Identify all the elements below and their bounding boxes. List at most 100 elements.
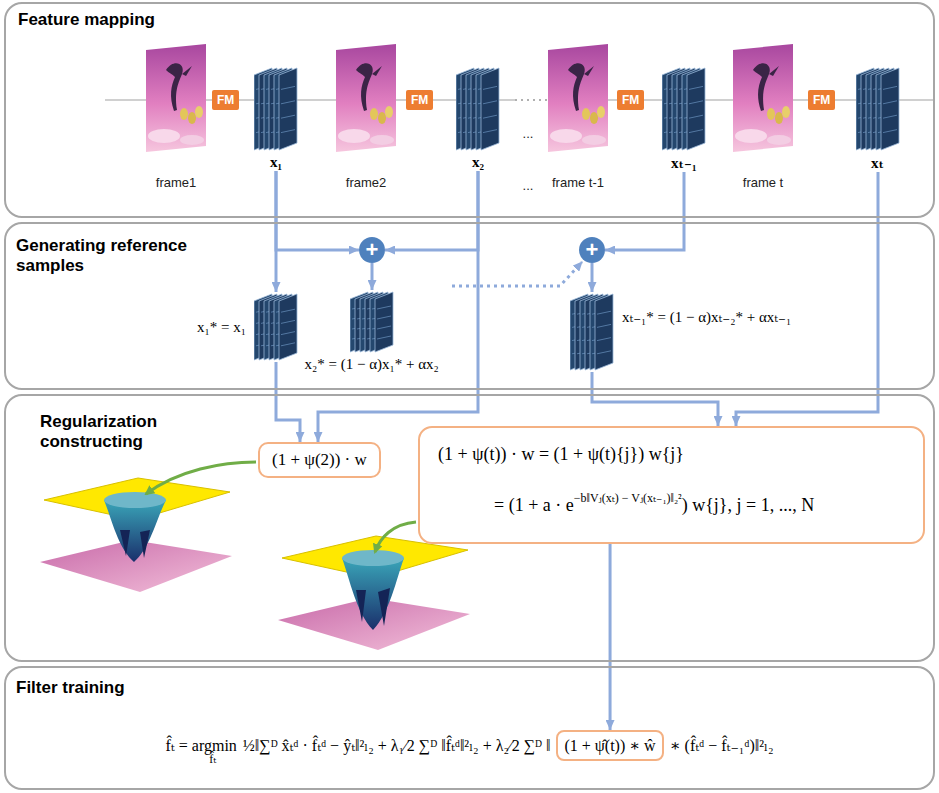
feature-texture — [377, 316, 391, 319]
ellipsis: ... — [523, 178, 534, 193]
feature-stack: x₂* = (1 − α)x₁* + αx₂ — [305, 290, 440, 373]
feature-maps — [570, 292, 614, 372]
feature-stack: xₜ — [856, 66, 900, 172]
feature-stack: xₜ₋₁ — [662, 66, 706, 172]
fm-box: FM — [808, 90, 835, 110]
fm-label: FM — [406, 90, 433, 110]
use — [336, 44, 396, 152]
frame-caption: frame1 — [156, 175, 196, 190]
feature-texture — [597, 311, 611, 314]
use — [733, 44, 793, 152]
feature-texture — [689, 130, 703, 133]
feature-texture — [597, 351, 611, 354]
feature-texture — [689, 86, 703, 89]
line — [515, 99, 548, 101]
feature-slice — [481, 68, 499, 150]
frame-caption: frame2 — [346, 175, 386, 190]
fm-label: FM — [212, 90, 239, 110]
formula: f̂ₜ — [209, 752, 216, 767]
feature-texture — [281, 343, 295, 346]
feature-texture — [281, 101, 295, 104]
feature-texture — [483, 130, 497, 133]
formula: ½‖∑ᴰ x̂ₜᵈ · f̂ₜᵈ − ŷₜ‖²ₗ₂ + λ₁⁄2 ∑ᴰ ‖f̂ₜ… — [243, 736, 551, 755]
panel: (1 + ψ(2)) · w(1 + ψ(t)) · w = (1 + ψ(t)… — [4, 394, 935, 662]
formula: ) w{j}, j = 1, ..., N — [682, 495, 814, 515]
panel: + + x₁* = x₁ x₂* = (1 − α)x₁* + αx₂ xₜ₋₁* = … — [4, 222, 935, 390]
feature-maps — [254, 66, 298, 152]
sum-circle: + — [359, 237, 385, 263]
path — [356, 588, 390, 626]
feature-texture — [883, 130, 897, 133]
feature-texture — [483, 101, 497, 104]
arrow-connector — [592, 372, 718, 426]
use — [146, 44, 206, 152]
feature-label: x₂ — [472, 154, 484, 171]
feature-texture — [377, 326, 391, 329]
panel-heading: Generating reference samples — [16, 236, 191, 277]
ellipsis: ... — [523, 126, 534, 141]
feature-stack: x₁ — [254, 66, 298, 171]
feature-slice — [881, 68, 899, 150]
ellipse — [104, 492, 166, 508]
path — [342, 558, 404, 630]
sum-circle: + — [579, 237, 605, 263]
feature-slice — [375, 292, 393, 352]
formula: x₂* = (1 − α)x₁* + αx₂ — [305, 356, 439, 373]
arrow-connector — [591, 263, 594, 292]
path — [104, 500, 166, 562]
panel: (1 + ψ̂(t)) ∗ ŵFilter trainingf̂ₜ = argm… — [4, 666, 935, 790]
fm-box: FM — [617, 90, 644, 110]
formula: xₜ₋₁* = (1 − α)xₜ₋₂* + αxₜ₋₁ — [622, 308, 791, 326]
arrow-connector — [318, 171, 478, 442]
arrow-connector — [276, 362, 300, 442]
feature-texture — [689, 115, 703, 118]
surface-plot — [40, 478, 232, 592]
feature-maps — [662, 66, 706, 152]
formula: (1 + ψ̂(t)) ∗ ŵ — [564, 736, 655, 755]
panel: FM x₁ FM x₂ FM xₜ₋₁ FM xₜ Feature mapping — [4, 2, 935, 218]
fm-box: FM — [212, 90, 239, 110]
feature-stack: x₂ — [456, 66, 500, 171]
surface-plot — [278, 536, 470, 650]
feature-texture — [281, 115, 295, 118]
feature-texture — [597, 338, 611, 341]
formula: (1 + ψ(t)) · w = (1 + ψ(t){j}) w{j} — [438, 444, 905, 465]
polyline — [452, 262, 582, 286]
feature-texture — [597, 324, 611, 327]
frame-caption: frame t-1 — [552, 175, 604, 190]
feature-texture — [377, 336, 391, 339]
feature-slice — [279, 294, 297, 360]
plus-sign: + — [579, 237, 605, 262]
feature-slice — [687, 68, 705, 150]
feature-texture — [883, 115, 897, 118]
use — [548, 44, 608, 152]
feature-maps — [350, 290, 394, 354]
formula: x₁* = x₁ — [197, 319, 246, 336]
feature-slice — [279, 68, 297, 150]
plus-sign: + — [359, 237, 385, 262]
feature-maps — [856, 66, 900, 152]
highlight-box: (1 + ψ̂(t)) ∗ ŵ — [556, 730, 663, 761]
feature-texture — [883, 101, 897, 104]
feature-texture — [377, 306, 391, 309]
feature-texture — [883, 86, 897, 89]
path — [146, 462, 256, 494]
feature-label: xₜ₋₁ — [671, 154, 696, 172]
panel-heading: Feature mapping — [18, 10, 418, 30]
feature-label: x₁ — [270, 154, 282, 171]
arrow-connector — [609, 544, 612, 730]
formula-line: = (1 + a · e−b‖Vⱼ(xₜ) − Vⱼ(xₜ₋₁)‖₂²) w{j… — [438, 491, 905, 516]
feature-texture — [281, 332, 295, 335]
feature-stack: x₁* = x₁ — [197, 292, 298, 362]
feature-texture — [281, 130, 295, 133]
fm-box: FM — [406, 90, 433, 110]
ellipse — [342, 550, 404, 566]
feature-texture — [483, 115, 497, 118]
feature-texture — [689, 101, 703, 104]
frame-caption: frame t — [743, 175, 783, 190]
panel-heading: Regularization constructing — [40, 412, 190, 453]
feature-texture — [281, 309, 295, 312]
path — [375, 522, 416, 552]
feature-texture — [281, 86, 295, 89]
